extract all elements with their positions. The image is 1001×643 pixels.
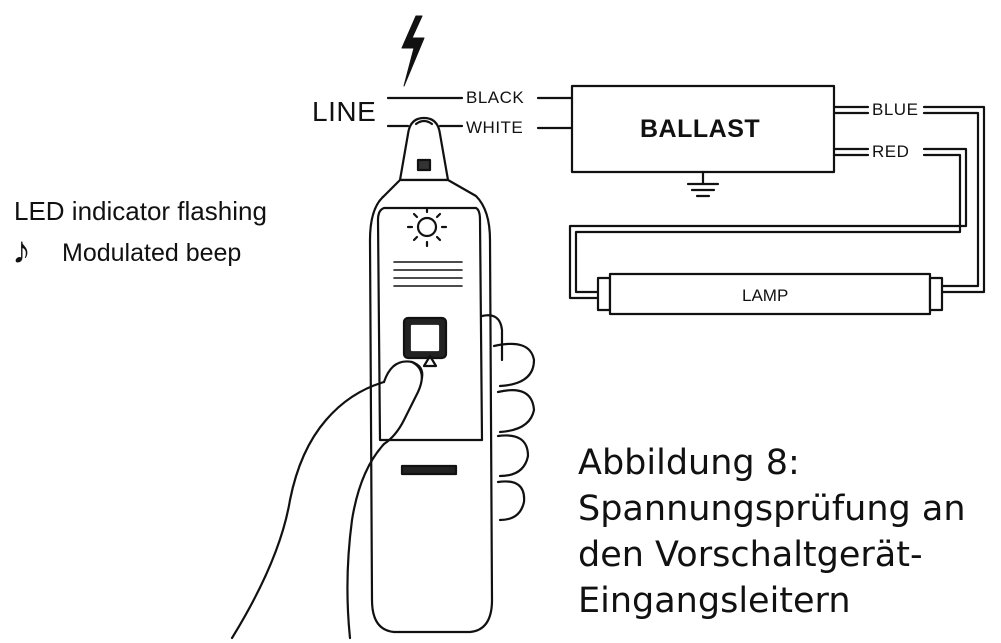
red-wire-label: RED xyxy=(870,142,912,162)
line-label: LINE xyxy=(312,96,377,127)
voltage-tester xyxy=(230,116,536,640)
ballast-label: BALLAST xyxy=(640,115,761,143)
lamp-tube xyxy=(596,272,944,316)
lightning-icon xyxy=(401,15,425,87)
led-light-icon xyxy=(406,206,448,248)
caption-line-4: Eingangsleitern xyxy=(578,581,851,621)
red-wire xyxy=(568,147,968,300)
lamp-label: LAMP xyxy=(742,286,789,305)
ground-icon xyxy=(686,170,720,198)
blue-wire xyxy=(832,105,986,294)
blue-wire-label: BLUE xyxy=(870,100,921,120)
ballast-box xyxy=(570,84,836,174)
white-wire-label: WHITE xyxy=(464,118,526,138)
black-wire-label: BLACK xyxy=(464,88,527,108)
beep-label: Modulated beep xyxy=(62,239,242,267)
music-note-icon: ♪ xyxy=(12,230,31,272)
caption-line-3: den Vorschaltgerät- xyxy=(578,535,923,575)
caption-line-2: Spannungsprüfung an xyxy=(578,489,966,529)
caption-line-1: Abbildung 8: xyxy=(578,443,800,483)
led-indicator-label: LED indicator flashing xyxy=(14,196,267,226)
figure-caption: Abbildung 8: Spannungsprüfung an den Vor… xyxy=(578,440,966,624)
